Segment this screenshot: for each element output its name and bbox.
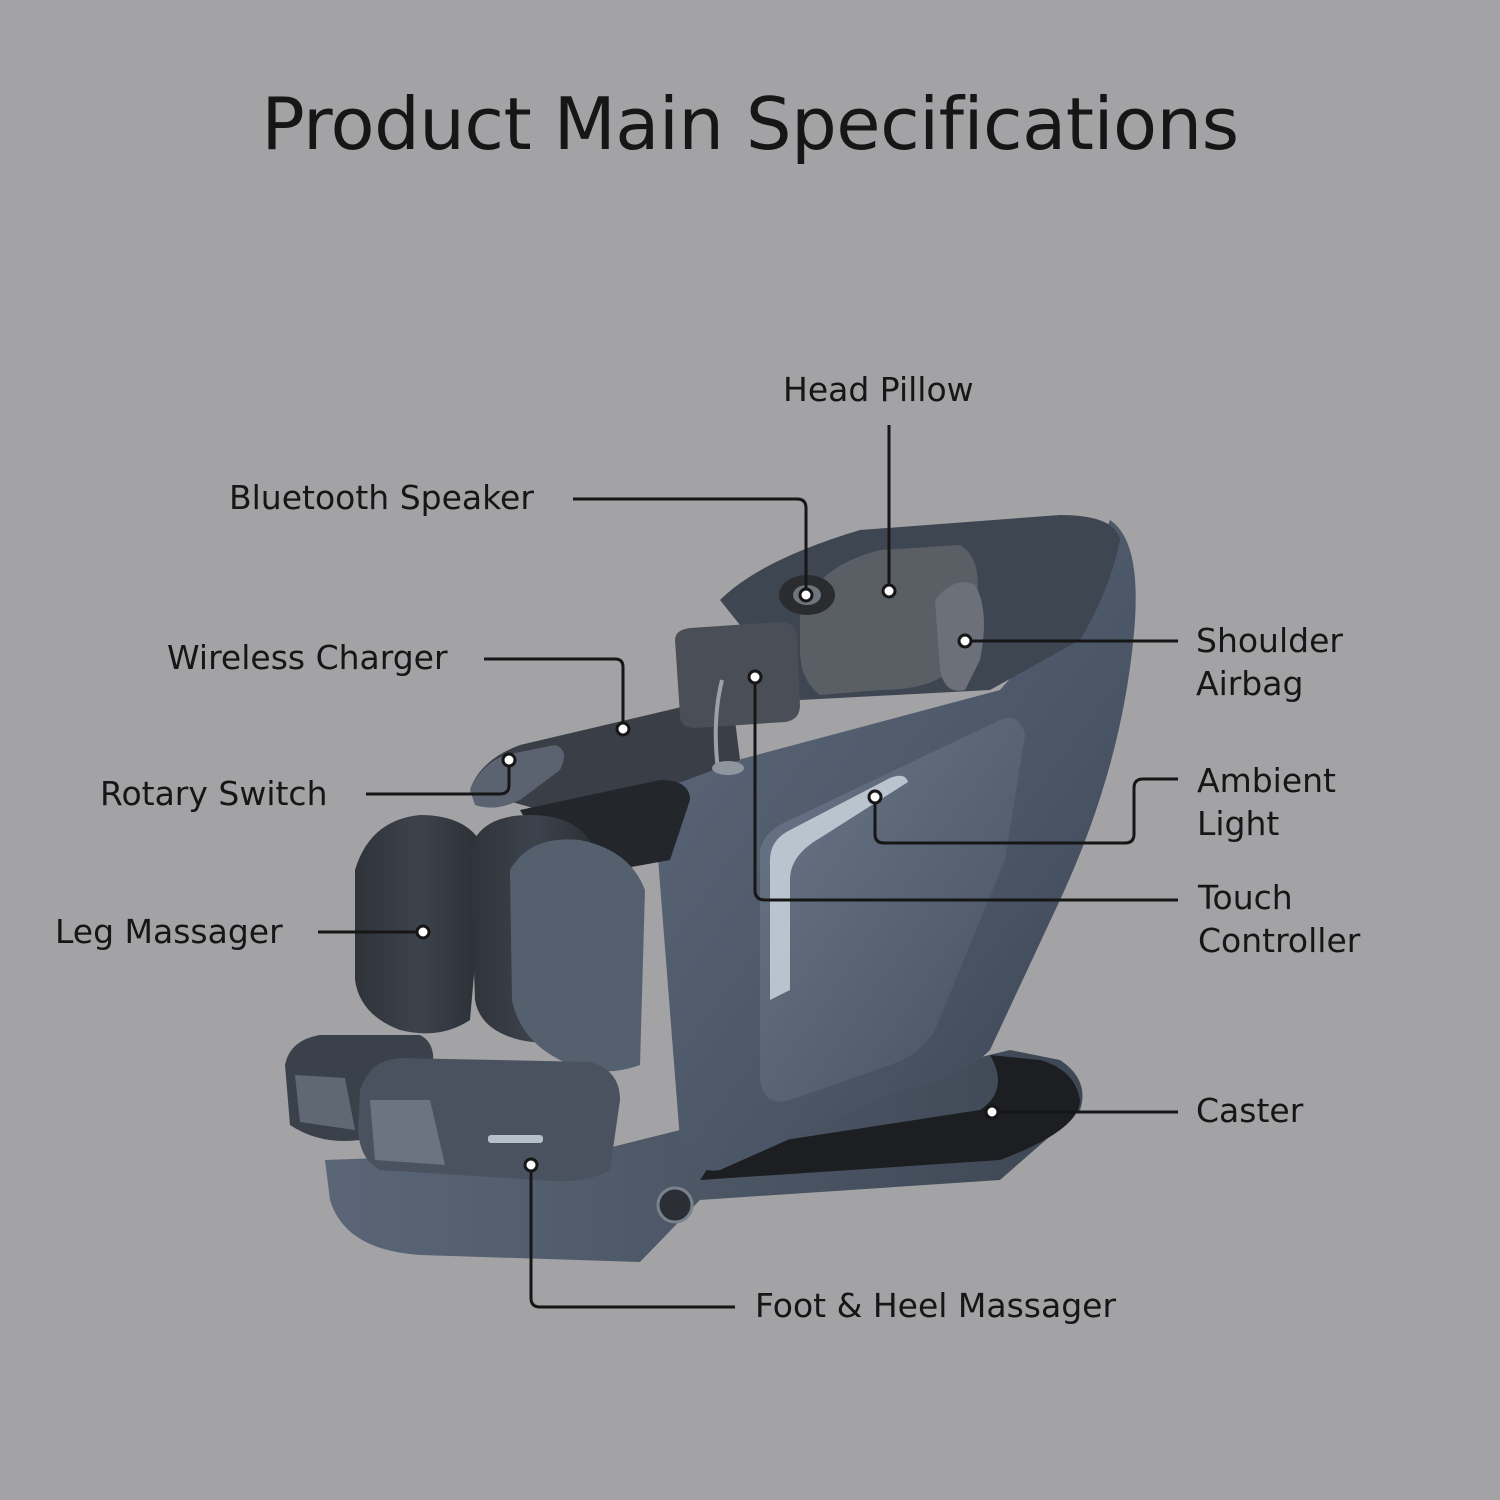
label-ambient-light-line-1: Ambient [1197,761,1336,800]
label-touch-controller-line-1: Touch [1198,878,1293,917]
leader-touch-controller [753,677,1178,902]
label-foot-heel-massager: Foot & Heel Massager [755,1284,1116,1327]
label-ambient-light-line-2: Light [1197,804,1280,843]
label-shoulder-airbag: Shoulder Airbag [1196,619,1343,705]
dot-wireless-charger [615,721,631,737]
dot-rotary-switch [501,752,517,768]
ambient-light-strip [770,775,908,1000]
label-touch-controller-line-2: Controller [1198,921,1361,960]
callout-dots [415,583,1000,1173]
label-rotary-switch: Rotary Switch [100,772,328,815]
leg-massager-left [355,815,485,1034]
page-title: Product Main Specifications [261,82,1239,166]
chair-base-sled [700,1055,1080,1180]
leader-bluetooth-speaker [573,497,808,594]
leader-rotary-switch [366,760,511,796]
label-leg-massager: Leg Massager [55,910,283,953]
massage-chair-illustration [285,515,1136,1262]
label-leg-massager-text: Leg Massager [55,912,283,951]
label-head-pillow-text: Head Pillow [783,370,974,409]
rotary-switch-unit [470,745,564,808]
leg-outer-shell [510,839,645,1072]
dot-bluetooth-speaker [798,587,814,603]
leader-lines [318,425,1178,1309]
leader-wireless-charger [484,657,625,728]
dot-ambient-light [867,789,883,805]
label-bluetooth-speaker: Bluetooth Speaker [229,476,534,519]
head-pillow [800,545,978,695]
label-ambient-light: Ambient Light [1197,759,1336,845]
label-bluetooth-speaker-text: Bluetooth Speaker [229,478,534,517]
dot-shoulder-airbag [957,633,973,649]
label-wireless-charger-text: Wireless Charger [167,638,448,677]
caster-wheel [656,1186,694,1224]
label-wireless-charger: Wireless Charger [167,636,448,679]
leader-foot-heel-massager [529,1165,735,1309]
dot-head-pillow [881,583,897,599]
label-foot-heel-massager-text: Foot & Heel Massager [755,1286,1117,1325]
dot-touch-controller [747,669,763,685]
dot-leg-massager [415,924,431,940]
dot-caster [984,1104,1000,1120]
label-caster-text: Caster [1196,1091,1304,1130]
leader-ambient-light [873,777,1178,845]
dot-foot-heel-massager [523,1157,539,1173]
label-head-pillow: Head Pillow [783,368,974,411]
touch-controller-unit [675,622,800,728]
label-caster: Caster [1196,1089,1303,1132]
label-rotary-switch-text: Rotary Switch [100,774,328,813]
label-shoulder-airbag-line-2: Airbag [1196,664,1304,703]
label-touch-controller: Touch Controller [1198,876,1360,962]
label-shoulder-airbag-line-1: Shoulder [1196,621,1343,660]
